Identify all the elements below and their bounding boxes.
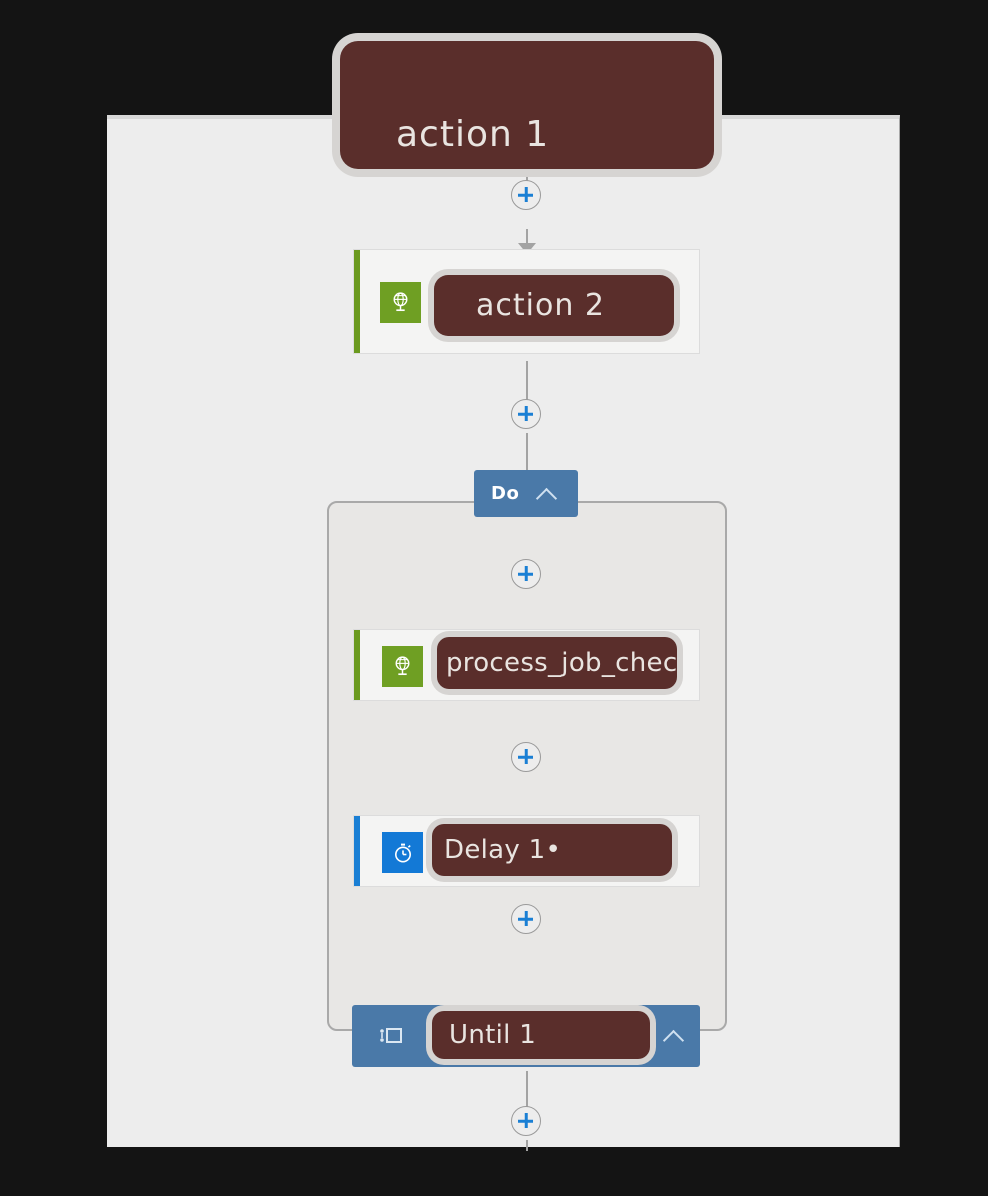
connector-plus1-to-action2	[526, 229, 528, 245]
node-action-1-label: action 1	[396, 114, 550, 155]
node-action-2-label: action 2	[476, 288, 605, 323]
connector-until-to-plus6	[526, 1071, 528, 1110]
add-step-button-1[interactable]	[511, 180, 541, 210]
stopwatch-icon	[382, 832, 423, 873]
loop-footer-until-1-label: Until 1	[449, 1020, 537, 1050]
node-delay-1-accent-bar	[354, 816, 360, 886]
scope-header-do-label: Do	[491, 483, 520, 504]
chevron-up-icon[interactable]	[664, 1030, 686, 1042]
add-step-button-6[interactable]	[511, 1106, 541, 1136]
connector-plus2-to-do	[526, 433, 528, 474]
add-step-button-2[interactable]	[511, 399, 541, 429]
node-process-job-check-label: process_job_check	[446, 648, 677, 678]
node-delay-1-label: Delay 1•	[444, 835, 562, 865]
add-step-button-5[interactable]	[511, 904, 541, 934]
connector-action2-to-plus2	[526, 361, 528, 403]
node-delay-1-label-redaction: Delay 1•	[432, 824, 672, 876]
http-globe-icon	[382, 646, 423, 687]
connector-plus6-to-end	[526, 1140, 528, 1151]
scope-header-do[interactable]: Do	[474, 470, 578, 517]
node-action-2-accent-bar	[354, 250, 360, 353]
loop-repeat-icon	[378, 1025, 404, 1047]
http-globe-icon	[380, 282, 421, 323]
arrowhead-to-action2	[518, 243, 536, 254]
node-action-1[interactable]: action 1	[340, 41, 714, 169]
add-step-button-3[interactable]	[511, 559, 541, 589]
loop-footer-until-1-label-redaction: Until 1	[432, 1011, 650, 1059]
node-process-job-check-label-redaction: process_job_check	[437, 637, 677, 689]
node-process-job-check-accent-bar	[354, 630, 360, 700]
add-step-button-4[interactable]	[511, 742, 541, 772]
chevron-up-icon[interactable]	[537, 488, 559, 500]
node-action-2-label-redaction: action 2	[434, 275, 674, 336]
